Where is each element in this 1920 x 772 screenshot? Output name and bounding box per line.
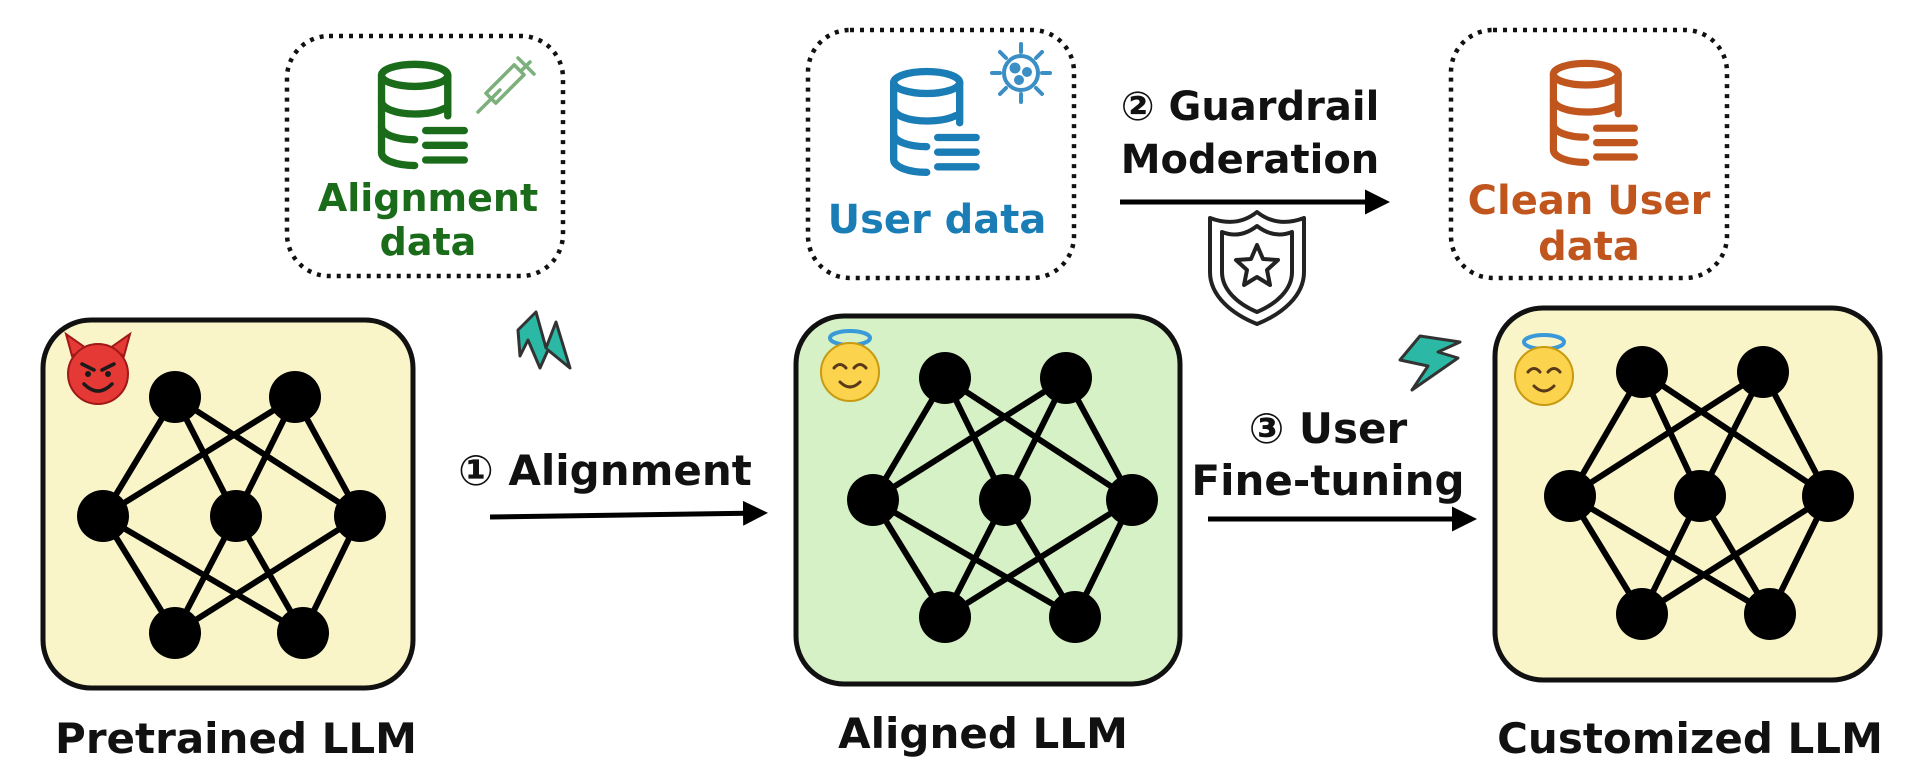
- clean-user-data-label-line1: Clean User: [1468, 178, 1711, 224]
- network-node: [1737, 346, 1789, 398]
- network-node: [1040, 352, 1092, 404]
- neural-network-graphics: [77, 346, 1854, 659]
- network-edge: [1568, 369, 1765, 499]
- pretrained-neural-network: [77, 371, 386, 659]
- syringe-icon: [476, 56, 536, 114]
- alignment-step: ① Alignment: [458, 310, 768, 526]
- network-node: [334, 490, 386, 542]
- alignment-data-label-line1: Alignment: [318, 176, 538, 220]
- database-icon: [382, 64, 465, 165]
- network-node: [1802, 470, 1854, 522]
- guardrail-step: ② Guardrail Moderation: [1120, 84, 1390, 326]
- network-node: [269, 371, 321, 423]
- user-data-box: User data: [805, 27, 1077, 281]
- angel-face-icon: [820, 329, 880, 402]
- devil-face-icon: [64, 331, 132, 405]
- user-data-label: User data: [828, 197, 1047, 243]
- clean-user-data-box: Clean User data: [1448, 27, 1730, 281]
- network-node: [210, 490, 262, 542]
- network-node: [919, 352, 971, 404]
- alignment-data-label-line2: data: [380, 220, 477, 264]
- customized-llm-label: Customized LLM: [1497, 714, 1883, 763]
- aligned-llm-label: Aligned LLM: [838, 709, 1128, 758]
- angel-face-icon: [1514, 333, 1574, 406]
- network-node: [149, 607, 201, 659]
- finetune-step: ③ User Fine-tuning: [1191, 334, 1477, 532]
- lightning-icon: [1398, 334, 1462, 392]
- network-node: [1674, 470, 1726, 522]
- network-node: [979, 474, 1031, 526]
- network-node: [1744, 588, 1796, 640]
- network-node: [919, 591, 971, 643]
- network-node: [1616, 346, 1668, 398]
- network-node: [1049, 591, 1101, 643]
- network-node: [77, 490, 129, 542]
- lightning-icon: [516, 310, 572, 370]
- network-edge: [101, 394, 297, 519]
- finetune-label-line1: ③ User: [1249, 404, 1408, 453]
- network-node: [277, 607, 329, 659]
- network-edge: [1640, 493, 1830, 617]
- clean-user-data-label-line2: data: [1538, 224, 1640, 270]
- network-node: [1106, 474, 1158, 526]
- network-node: [847, 474, 899, 526]
- alignment-step-label: ① Alignment: [458, 446, 752, 495]
- virus-icon: [990, 42, 1052, 104]
- alignment-arrow: [489, 500, 768, 526]
- network-node: [149, 371, 201, 423]
- network-node: [1616, 588, 1668, 640]
- customized-neural-network: [1544, 346, 1854, 640]
- network-edge: [173, 513, 362, 636]
- alignment-data-box: Alignment data: [284, 33, 566, 279]
- database-icon: [1553, 63, 1634, 162]
- network-edge: [943, 497, 1134, 620]
- network-edge: [1640, 369, 1830, 499]
- shield-star-icon: [1208, 210, 1306, 326]
- aligned-neural-network: [847, 352, 1158, 643]
- network-edge: [871, 375, 1068, 503]
- pretrained-llm-label: Pretrained LLM: [55, 714, 417, 763]
- finetune-label-line2: Fine-tuning: [1191, 456, 1464, 505]
- guardrail-label-line2: Moderation: [1121, 137, 1380, 183]
- network-node: [1544, 470, 1596, 522]
- guardrail-label-line1: ② Guardrail: [1121, 84, 1380, 130]
- database-icon: [894, 72, 977, 173]
